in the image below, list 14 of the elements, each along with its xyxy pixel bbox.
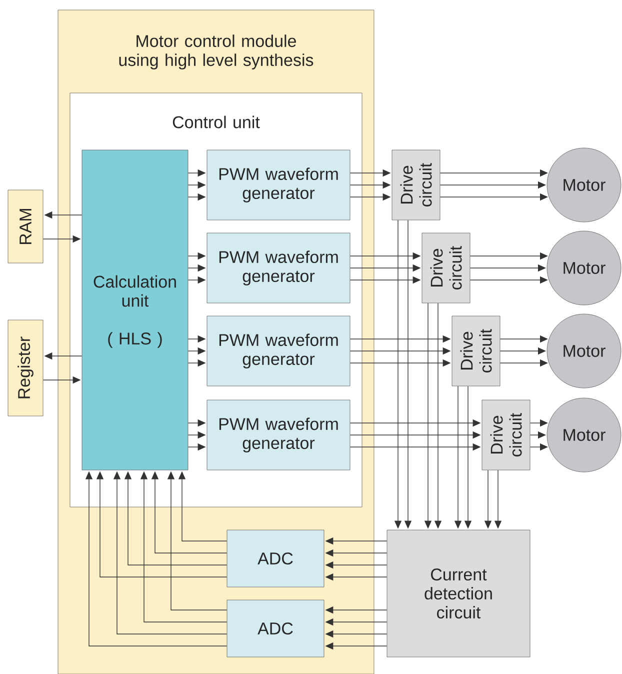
pwm-generator-box: PWM waveform generator <box>206 316 350 386</box>
drive-circuit-box: Drive circuit <box>482 400 530 470</box>
adc-box: ADC <box>226 600 324 658</box>
adc-box: ADC <box>226 530 324 588</box>
ram-box: RAM <box>8 190 44 264</box>
register-box: Register <box>8 320 44 416</box>
pwm-generator-box: PWM waveform generator <box>206 232 350 304</box>
drive-circuit-box: Drive circuit <box>422 232 470 304</box>
pwm-generator-box: PWM waveform generator <box>206 150 350 220</box>
current-detection-box: Current detection circuit <box>386 530 530 658</box>
drive-circuit-box: Drive circuit <box>452 316 500 386</box>
drive-circuit-box: Drive circuit <box>392 150 440 220</box>
calculation-unit-box: Calculation unit ( HLS ) <box>82 150 188 470</box>
pwm-generator-box: PWM waveform generator <box>206 400 350 470</box>
